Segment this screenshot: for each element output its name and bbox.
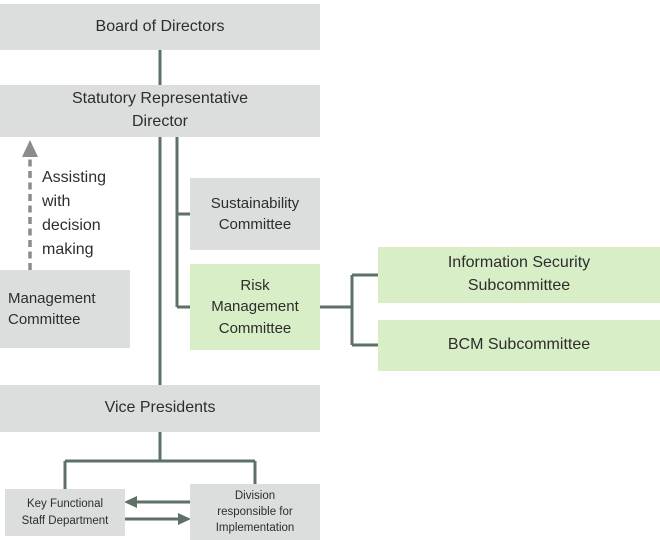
node-label: Board of Directors — [95, 17, 225, 35]
node-management-committee: Management Committee — [0, 270, 130, 348]
node-key-functional-staff-department: Key Functional Staff Department — [5, 489, 125, 536]
node-label: Statutory Representative Director — [71, 90, 249, 130]
annotation-assisting-with-decision-making: Assisting with decision making — [42, 169, 107, 258]
node-sustainability-committee: Sustainability Committee — [190, 178, 320, 250]
node-label: Risk Management Committee — [211, 277, 299, 337]
node-division-responsible-for-implementation: Division responsible for Implementation — [190, 484, 320, 540]
arrow-left-head-icon — [124, 496, 137, 508]
node-label: Key Functional Staff Department — [21, 498, 109, 527]
node-statutory-representative-director: Statutory Representative Director — [0, 85, 320, 137]
node-vice-presidents: Vice Presidents — [0, 385, 320, 432]
node-label: Vice Presidents — [104, 399, 216, 417]
node-label: Division responsible for Implementation — [215, 489, 295, 535]
node-label: Information Security Subcommittee — [447, 254, 591, 294]
node-label: Management Committee — [8, 289, 96, 328]
node-board-of-directors: Board of Directors — [0, 4, 320, 50]
node-information-security-subcommittee: Information Security Subcommittee — [378, 247, 660, 303]
node-label: Sustainability Committee — [210, 194, 300, 233]
arrow-right-head-icon — [178, 513, 191, 525]
node-bcm-subcommittee: BCM Subcommittee — [378, 320, 660, 371]
node-risk-management-committee: Risk Management Committee — [190, 264, 320, 350]
node-label: BCM Subcommittee — [447, 336, 591, 354]
dashed-assist-arrow-head-icon — [22, 140, 38, 157]
